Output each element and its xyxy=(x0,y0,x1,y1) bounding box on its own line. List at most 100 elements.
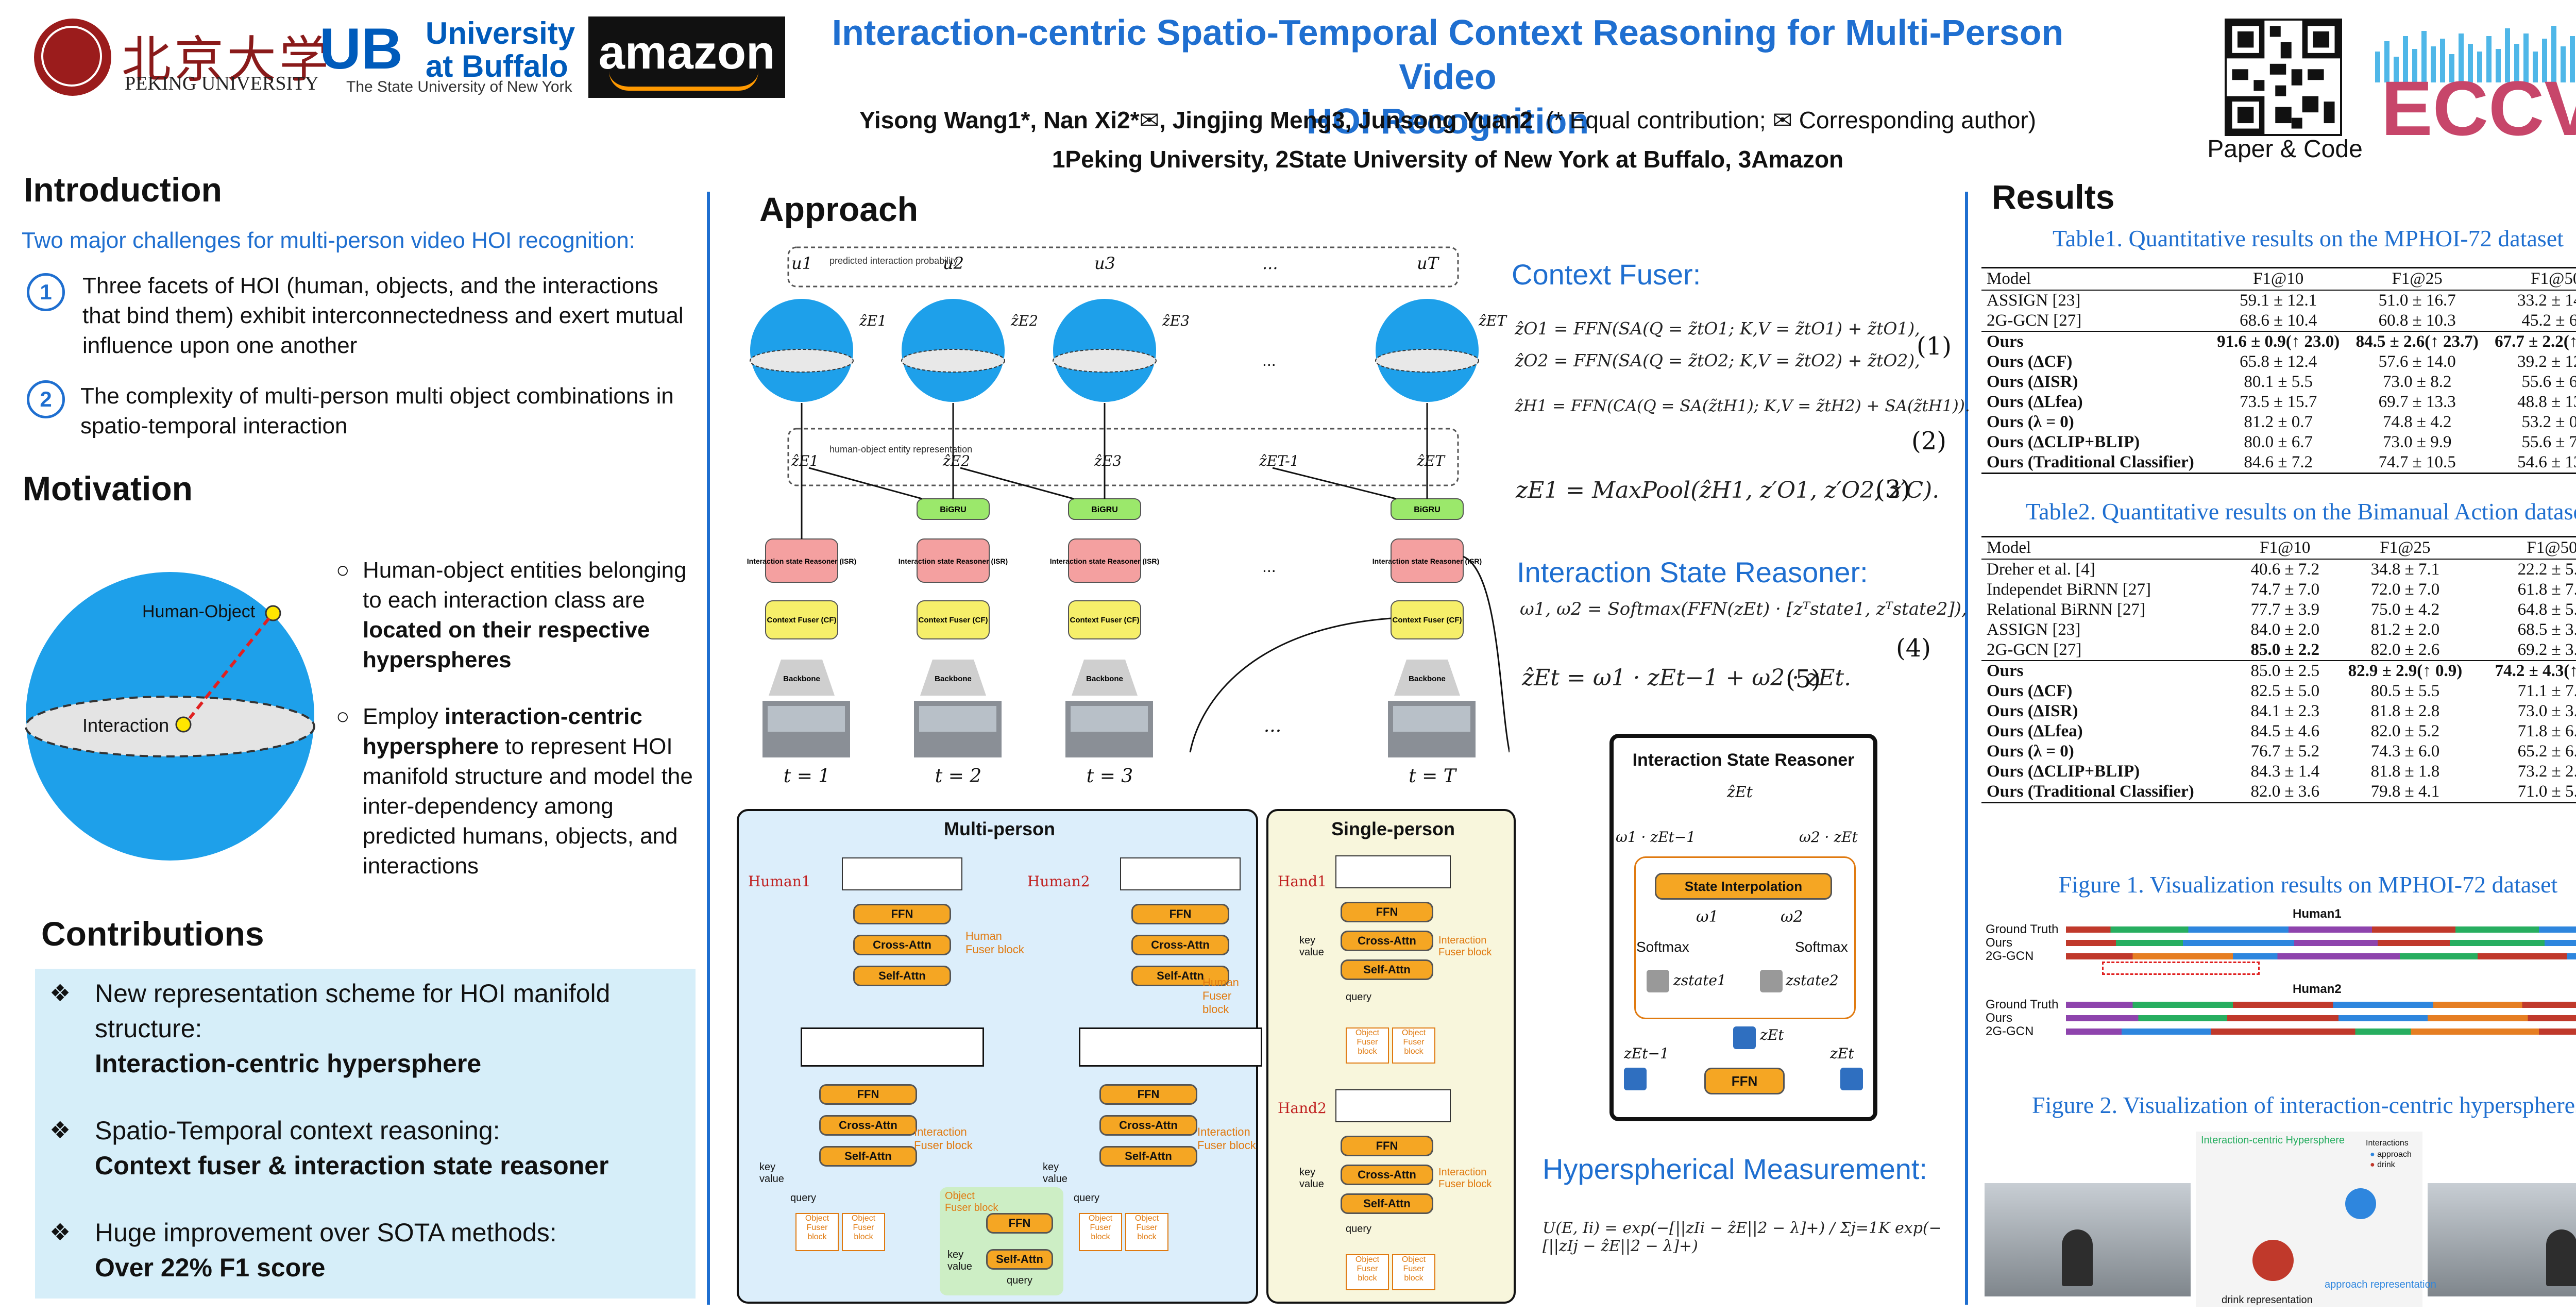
svg-text:u3: u3 xyxy=(1094,254,1115,273)
table-cell: Ours (ΔCF) xyxy=(1987,682,2073,700)
table-cell: 81.8 ± 1.8 xyxy=(2370,762,2440,781)
column-divider-2 xyxy=(1965,192,1968,1305)
table-cell: 69.2 ± 3.1 xyxy=(2517,640,2576,659)
table-cell: 45.2 ± 6.5 xyxy=(2521,311,2576,330)
table2-caption: Table2. Quantitative results on the Bima… xyxy=(2026,498,2576,525)
svg-text:Interaction state Reasoner (IS: Interaction state Reasoner (ISR) xyxy=(747,557,856,565)
results-heading: Results xyxy=(1992,178,2115,216)
table-cell: 84.5 ± 4.6 xyxy=(2250,722,2320,740)
svg-text:BiGRU: BiGRU xyxy=(1091,505,1118,514)
table-cell: 64.8 ± 5.3 xyxy=(2517,600,2576,619)
ub-logo: UB xyxy=(319,16,403,81)
motivation-bullet-1: Human-object entities belonging to each … xyxy=(363,558,687,672)
svg-text:ẑET-1: ẑET-1 xyxy=(1259,452,1299,469)
table-cell: Ours (ΔCF) xyxy=(1987,352,2073,371)
fig2-legend-drink: ● drink xyxy=(2370,1160,2395,1169)
table-cell: 60.8 ± 10.3 xyxy=(2378,311,2456,330)
intro-item-1: Three facets of HOI (human, objects, and… xyxy=(82,273,684,358)
table-cell: Ours (ΔCLIP+BLIP) xyxy=(1987,433,2140,451)
table-cell: Ours (ΔISR) xyxy=(1987,702,2078,720)
fig2-label-approach: approach representation xyxy=(2325,1279,2436,1290)
diamond-bullet-icon: ❖ xyxy=(49,1117,71,1143)
diamond-bullet-icon: ❖ xyxy=(49,980,71,1006)
number-badge-1: 1 xyxy=(27,273,65,311)
svg-text:Interaction state Reasoner (IS: Interaction state Reasoner (ISR) xyxy=(1372,557,1482,565)
table-cell: 59.1 ± 12.1 xyxy=(2240,291,2317,310)
intro-heading: Introduction xyxy=(24,171,222,209)
poster-title: Interaction-centric Spatio-Temporal Cont… xyxy=(832,12,2064,141)
table-cell: 77.7 ± 3.9 xyxy=(2250,600,2320,619)
intro-lead: Two major challenges for multi-person vi… xyxy=(22,228,635,253)
motivation-bullet-2: Employ interaction-centric hypersphere t… xyxy=(363,704,693,879)
table-cell: Dreher et al. [4] xyxy=(1987,560,2095,579)
table-cell: Ours (λ = 0) xyxy=(1987,742,2074,761)
table-cell: 48.8 ± 13.0 xyxy=(2517,393,2576,411)
svg-text:u2: u2 xyxy=(943,254,964,273)
table-cell: 55.6 ± 6.1 xyxy=(2521,373,2576,391)
table-cell: 81.8 ± 2.8 xyxy=(2370,702,2440,720)
ub-name-line2: at Buffalo xyxy=(426,49,568,83)
table-cell: 68.6 ± 10.4 xyxy=(2240,311,2317,330)
eccv-logo: ECCV xyxy=(2375,26,2576,139)
svg-text:BiGRU: BiGRU xyxy=(1414,505,1440,514)
table-header-cell: F1@50 xyxy=(2478,536,2576,560)
svg-text:t = 3: t = 3 xyxy=(1087,766,1133,787)
table-cell: Ours (ΔLfea) xyxy=(1987,722,2083,740)
table-cell: 80.1 ± 5.5 xyxy=(2244,373,2313,391)
equation-5-number: (5) xyxy=(1786,665,1821,694)
table-row: Ours (ΔISR)84.1 ± 2.381.8 ± 2.873.0 ± 3.… xyxy=(1981,701,2576,721)
fig1-timeline: Human1 Ground Truth Ours 2G-GCN Human2 G… xyxy=(1984,907,2576,1041)
svg-text:t = 1: t = 1 xyxy=(784,766,830,787)
svg-text:Human-Object: Human-Object xyxy=(142,602,256,621)
ub-name-line1: University xyxy=(426,16,575,50)
contribution-3: Huge improvement over SOTA methods:Over … xyxy=(95,1218,557,1282)
table-cell: 71.0 ± 5.6 xyxy=(2478,782,2576,803)
table-cell: Relational BiRNN [27] xyxy=(1987,600,2145,619)
affiliations: 1Peking University, 2State University of… xyxy=(1052,146,1844,173)
equation-1a: ẑO1 = FFN(SA(Q = z̃tO1; K,V = z̃tO1) + z… xyxy=(1515,318,1920,339)
table-cell: 84.0 ± 2.0 xyxy=(2250,620,2320,639)
table-cell: Ours xyxy=(1981,660,2239,681)
table-header-cell: Model xyxy=(1981,267,2209,291)
svg-text:u1: u1 xyxy=(791,254,812,273)
table-cell: 57.6 ± 14.0 xyxy=(2378,352,2456,371)
qr-label: Paper & Code xyxy=(2207,136,2363,163)
table-cell: 74.3 ± 6.0 xyxy=(2370,742,2440,761)
equation-4: ω1, ω2 = Softmax(FFN(zEt) · [zᵀstate1, z… xyxy=(1520,599,1967,619)
equation-2-number: (2) xyxy=(1911,427,1946,456)
table-cell: 40.6 ± 7.2 xyxy=(2250,560,2320,579)
table-cell: 84.6 ± 7.2 xyxy=(2209,452,2348,474)
table-cell: Ours (λ = 0) xyxy=(1987,413,2074,431)
table-cell: 85.0 ± 2.2 xyxy=(2250,640,2320,659)
svg-text:ẑE3: ẑE3 xyxy=(1094,452,1122,469)
table-cell: 61.8 ± 7.3 xyxy=(2517,580,2576,599)
qr-code-icon[interactable] xyxy=(2225,19,2342,136)
table-cell: 76.7 ± 5.2 xyxy=(2250,742,2320,761)
table-cell: 34.8 ± 7.1 xyxy=(2370,560,2440,579)
table-cell: 69.7 ± 13.3 xyxy=(2378,393,2456,411)
pku-name-cn: 北京大学 xyxy=(122,31,332,89)
table-cell: ASSIGN [23] xyxy=(1987,620,2081,639)
bullet-circle-icon: ○ xyxy=(336,704,350,729)
table-row: Ours (ΔISR)80.1 ± 5.573.0 ± 8.255.6 ± 6.… xyxy=(1981,372,2576,392)
svg-text:Interaction: Interaction xyxy=(82,715,169,736)
hyper-heading: Hyperspherical Measurement: xyxy=(1543,1153,1927,1185)
table-cell: 74.8 ± 4.2 xyxy=(2382,413,2452,431)
table-cell: 82.0 ± 5.2 xyxy=(2370,722,2440,740)
table-cell: 33.2 ± 14.0 xyxy=(2517,291,2576,310)
equation-1b: ẑO2 = FFN(SA(Q = z̃tO2; K,V = z̃tO2) + z… xyxy=(1515,350,1920,370)
fig1-caption: Figure 1. Visualization results on MPHOI… xyxy=(2058,871,2558,898)
diamond-bullet-icon: ❖ xyxy=(49,1219,71,1245)
table-header-cell: F1@25 xyxy=(2331,536,2479,560)
equation-4-number: (4) xyxy=(1896,634,1931,663)
svg-text:Backbone: Backbone xyxy=(935,675,972,683)
pku-logo xyxy=(34,19,111,96)
column-divider-1 xyxy=(707,192,710,1305)
table-cell: 84.3 ± 1.4 xyxy=(2250,762,2320,781)
